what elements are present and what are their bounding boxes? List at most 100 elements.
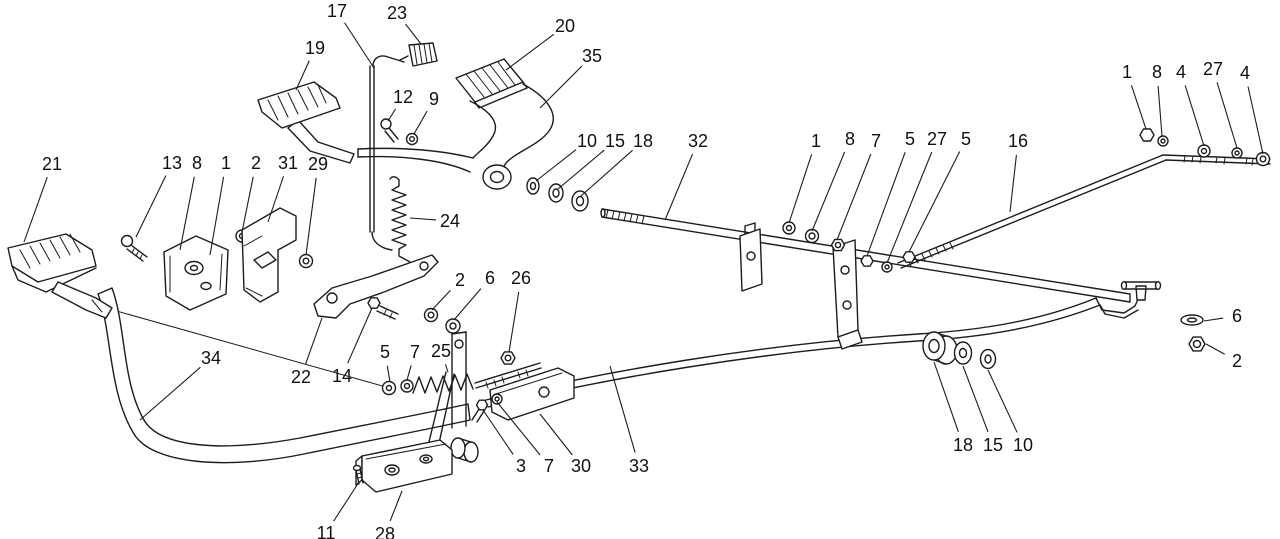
part-17-rod [369,55,405,251]
leader-line-19 [295,60,310,91]
part-4-clevis-left [1197,144,1211,158]
leader-line-4 [1247,86,1264,155]
leader-line-25 [444,364,449,373]
callout-label-9: 9 [428,89,440,109]
part-6-washer-mid [445,318,461,334]
part-7-washer-mid [830,238,846,252]
part-8-washer-mid [804,228,820,244]
part-6-washer-right [1180,314,1204,326]
part-16-rod [897,154,1271,269]
part-30-bracket [489,367,575,421]
leader-line-16 [1009,154,1017,213]
part-10-washer-left [526,177,540,195]
leader-line-2 [241,176,254,233]
callout-label-8: 8 [1151,62,1163,82]
part-support-bracket-left [739,222,763,292]
callout-label-32: 32 [687,131,709,151]
part-8-washer-top-right [1157,135,1169,147]
part-22-lever [313,254,439,319]
leader-line-35 [539,65,583,109]
callout-label-29: 29 [307,154,329,174]
leader-line-34 [139,366,201,421]
callout-label-27: 27 [926,129,948,149]
leader-line-13 [135,175,167,238]
callout-label-35: 35 [581,46,603,66]
callout-label-21: 21 [41,154,63,174]
callout-label-10: 10 [576,131,598,151]
leader-line-2 [1205,343,1225,355]
part-2-washer-mid [423,307,439,323]
leader-line-33 [609,365,636,453]
part-4-clevis-right [1255,151,1271,167]
leader-line-5 [386,365,391,383]
callout-label-24: 24 [439,211,461,231]
leader-line-28 [389,490,403,522]
callout-label-18: 18 [952,435,974,455]
part-3-bolt [471,399,489,423]
part-29-washer [298,253,314,269]
part-pull-rod [105,307,387,388]
callout-label-1: 1 [810,131,822,151]
callout-label-30: 30 [570,456,592,476]
callout-label-17: 17 [326,1,348,21]
leader-line-24 [409,217,437,221]
callout-label-14: 14 [331,366,353,386]
callout-label-2: 2 [250,153,262,173]
part-support-bracket-right [832,239,863,350]
leader-line-15 [962,365,989,433]
part-33-rod [485,281,1162,408]
leader-line-2 [431,289,451,311]
callout-label-4: 4 [1175,62,1187,82]
part-9-washer [405,132,419,146]
leader-line-31 [267,176,285,223]
part-14-bolt [367,297,399,320]
part-15-washer-left [548,183,564,203]
leader-line-11 [333,481,360,522]
part-23-knob [399,42,438,67]
leader-line-29 [305,177,317,256]
part-26-nut [500,351,516,365]
part-27-washer-mid [881,261,893,273]
part-7-washer-bottom [491,393,503,405]
part-2-nut-right [1188,336,1206,352]
leader-line-4 [1184,85,1205,147]
part-24-spring [389,176,411,263]
callout-label-7: 7 [870,131,882,151]
leader-line-27 [886,151,933,264]
part-15-washer-right [953,341,973,365]
part-19-pedal-pad [257,81,355,164]
leader-line-30 [539,413,573,456]
part-18-bushing-left [571,190,589,212]
callout-label-2: 2 [1231,351,1243,371]
callout-label-7: 7 [409,342,421,362]
callout-label-10: 10 [1012,435,1034,455]
part-3-roller [450,437,479,463]
leader-line-21 [23,176,48,243]
callout-label-13: 13 [161,153,183,173]
callout-label-15: 15 [604,131,626,151]
callout-label-3: 3 [515,456,527,476]
leader-line-14 [347,307,373,364]
callout-label-31: 31 [277,153,299,173]
leader-line-26 [508,291,520,353]
part-20-pedal-pad [455,58,528,109]
part-5-nut-right [902,251,916,263]
callout-label-23: 23 [386,3,408,23]
callout-label-12: 12 [392,87,414,107]
part-1-nut-top-right [1139,128,1155,142]
callout-label-27: 27 [1202,59,1224,79]
callout-label-15: 15 [982,435,1004,455]
callout-label-22: 22 [290,367,312,387]
callout-label-26: 26 [510,268,532,288]
callout-label-20: 20 [554,16,576,36]
callout-label-5: 5 [960,129,972,149]
leader-line-8 [1157,85,1163,137]
leader-line-6 [1203,317,1224,322]
callout-label-5: 5 [379,342,391,362]
callout-label-6: 6 [1231,306,1243,326]
part-1-bolt-mid [782,221,796,235]
leader-lines [23,22,1264,522]
callout-label-19: 19 [304,38,326,58]
